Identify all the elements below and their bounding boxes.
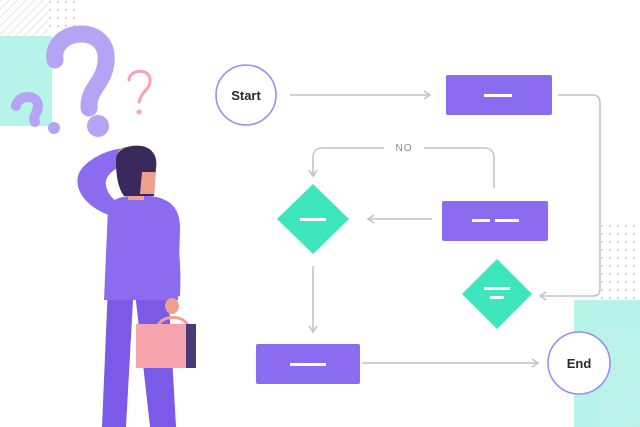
- placeholder-text-icon: [472, 219, 490, 222]
- question-mark-icon-large: [46, 25, 115, 137]
- placeholder-text-icon: [495, 219, 519, 222]
- placeholder-text-icon: [290, 363, 326, 366]
- edge-process-1-to-decision-2: [538, 94, 601, 301]
- placeholder-text-icon: [484, 94, 512, 97]
- node-start-label: Start: [231, 88, 261, 103]
- connectors: [290, 90, 601, 368]
- node-start: Start: [215, 64, 277, 126]
- question-mark-icon-small: [11, 92, 60, 134]
- node-decision-1: [277, 184, 349, 254]
- placeholder-text-icon: [490, 296, 504, 299]
- node-decision-2: [462, 259, 532, 329]
- question-marks: [11, 25, 152, 137]
- briefcase-icon: [136, 316, 196, 368]
- placeholder-text-icon: [484, 287, 510, 290]
- node-end-label: End: [567, 356, 592, 371]
- question-mark-icon-pink: [127, 69, 152, 115]
- edge-label-no: NO: [396, 143, 413, 154]
- node-process-3: [256, 344, 360, 384]
- node-process-2: [442, 201, 548, 241]
- placeholder-text-icon: [300, 218, 326, 221]
- person-illustration: [77, 145, 181, 427]
- node-end: End: [547, 331, 611, 395]
- node-process-1: [446, 75, 552, 115]
- mint-block-top-left: [0, 36, 52, 126]
